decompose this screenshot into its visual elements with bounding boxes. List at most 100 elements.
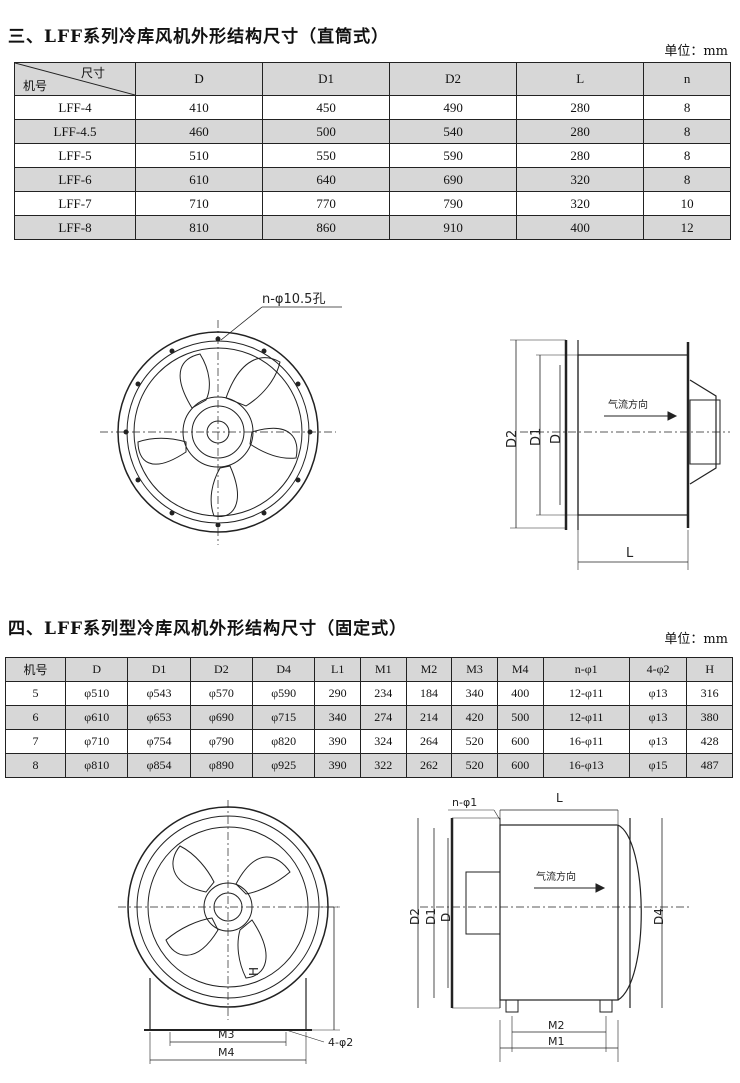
cell: 790 <box>389 191 518 216</box>
airflow-label: 气流方向 <box>608 398 648 411</box>
cell: LFF-7 <box>14 191 136 216</box>
cell: 540 <box>389 119 518 144</box>
cell: 274 <box>359 705 407 730</box>
dim-l-fixed: L <box>556 791 563 805</box>
col-header: M2 <box>405 657 453 682</box>
cell: φ754 <box>127 729 191 754</box>
cell: 490 <box>389 95 518 120</box>
cell: LFF-6 <box>14 167 136 192</box>
cell: 450 <box>262 95 391 120</box>
dim-d2: D2 <box>505 430 520 448</box>
dim-m1: M1 <box>548 1035 565 1048</box>
cell: 322 <box>359 753 407 778</box>
cell: 600 <box>496 729 544 754</box>
dim-l: L <box>626 546 634 561</box>
corner-top-label: 尺寸 <box>80 66 105 80</box>
cell: φ653 <box>127 705 191 730</box>
cell: 290 <box>314 681 361 706</box>
fixed-fan-drawing: H M3 M4 4-φ2 <box>118 791 690 1064</box>
section4-unit: 单位：mm <box>664 632 728 647</box>
cell: 640 <box>262 167 391 192</box>
cell: φ15 <box>628 753 688 778</box>
cell: φ510 <box>65 681 129 706</box>
cell: φ13 <box>628 729 688 754</box>
col-header-d1: D1 <box>262 62 391 96</box>
col-header: D <box>65 657 129 682</box>
cell: 400 <box>516 215 645 240</box>
cell: 8 <box>643 143 731 168</box>
cell: 8 <box>643 95 731 120</box>
cell: 380 <box>686 705 733 730</box>
cell: φ810 <box>65 753 129 778</box>
cell: 280 <box>516 143 645 168</box>
cell: 8 <box>4 753 67 778</box>
col-header-l: L <box>516 62 645 96</box>
cell: 600 <box>496 753 544 778</box>
cell: 316 <box>686 681 733 706</box>
dim-h: H <box>247 967 261 976</box>
cell: LFF-5 <box>14 143 136 168</box>
col-header: M3 <box>451 657 498 682</box>
cell: φ790 <box>189 729 254 754</box>
cell: 520 <box>451 753 498 778</box>
cell: 8 <box>643 119 731 144</box>
cell: 7 <box>4 729 67 754</box>
col-header: D2 <box>189 657 254 682</box>
cell: 390 <box>314 753 361 778</box>
dim-d4-fixed: D4 <box>652 908 666 925</box>
cell: 428 <box>686 729 733 754</box>
cell: 390 <box>314 729 361 754</box>
cell: φ13 <box>628 705 688 730</box>
cell: 500 <box>262 119 391 144</box>
dim-m4: M4 <box>218 1046 235 1059</box>
dim-m3: M3 <box>218 1028 235 1041</box>
cell: 12-φ11 <box>542 705 630 730</box>
cell: 280 <box>516 95 645 120</box>
straight-fan-drawing: n-φ10.5孔 气流方向 D2 D1 D L <box>100 292 730 570</box>
cell: 590 <box>389 143 518 168</box>
front-view-fan-fixed <box>118 800 340 1064</box>
dim-d1: D1 <box>529 428 544 446</box>
cell: φ690 <box>189 705 254 730</box>
col-header: L1 <box>314 657 361 682</box>
cell: 320 <box>516 191 645 216</box>
cell: 16-φ11 <box>542 729 630 754</box>
cell: 12-φ11 <box>542 681 630 706</box>
cell: 10 <box>643 191 731 216</box>
col-header: M1 <box>359 657 407 682</box>
cell: 550 <box>262 143 391 168</box>
dim-d2-fixed: D2 <box>408 908 422 925</box>
cell: LFF-4 <box>14 95 136 120</box>
table-header-row: 尺寸 机号 D D1 D2 L n <box>14 62 731 96</box>
cell: LFF-8 <box>14 215 136 240</box>
cell: φ590 <box>252 681 316 706</box>
cell: 264 <box>405 729 453 754</box>
cell: φ925 <box>252 753 316 778</box>
col-header: M4 <box>496 657 544 682</box>
cell: 320 <box>516 167 645 192</box>
cell: 500 <box>496 705 544 730</box>
cell: LFF-4.5 <box>14 119 136 144</box>
cell: 234 <box>359 681 407 706</box>
col-header-n: n <box>643 62 731 96</box>
dim-d: D <box>549 434 564 444</box>
corner-bottom-label: 机号 <box>23 79 48 93</box>
cell: φ890 <box>189 753 254 778</box>
cell: φ570 <box>189 681 254 706</box>
cell: 420 <box>451 705 498 730</box>
cell: 6 <box>4 705 67 730</box>
dim-m2: M2 <box>548 1019 565 1032</box>
side-view-fan-fixed <box>417 809 690 1062</box>
cell: φ820 <box>252 729 316 754</box>
cell: φ13 <box>628 681 688 706</box>
cell: 460 <box>134 119 264 144</box>
cell: φ543 <box>127 681 191 706</box>
cell: 410 <box>134 95 264 120</box>
col-header-d: D <box>134 62 264 96</box>
